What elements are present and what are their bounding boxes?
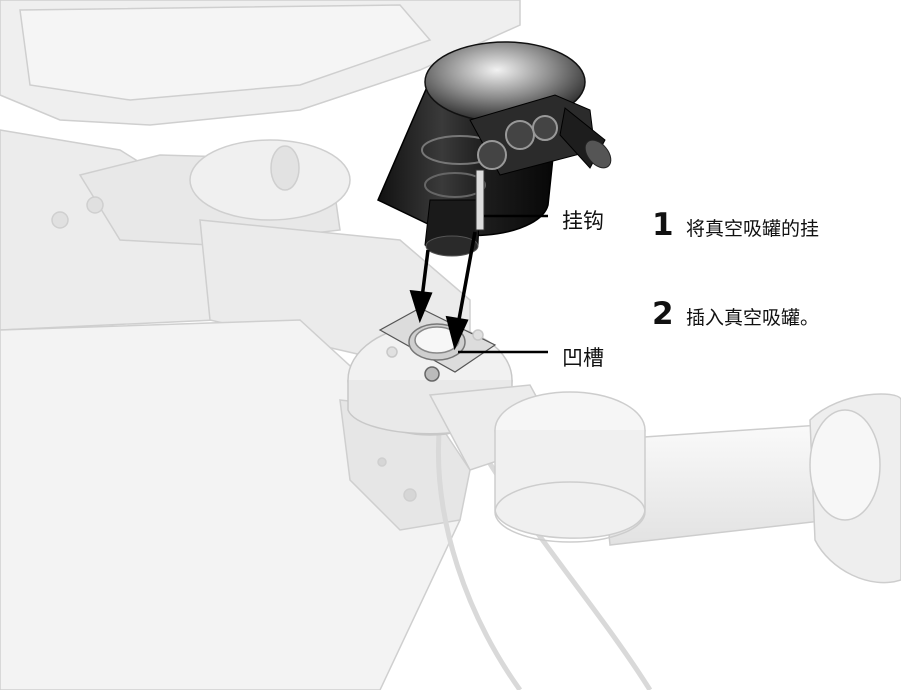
vacuum-canister	[377, 41, 612, 257]
step-2: 2 插入真空吸罐。	[652, 296, 819, 332]
step-number: 2	[652, 296, 674, 332]
background-chair-parts	[0, 0, 521, 690]
groove-label: 凹槽	[562, 346, 604, 370]
hoses	[435, 419, 653, 690]
hook-label: 挂钩	[562, 209, 604, 233]
callout-lines	[458, 214, 548, 354]
step-number: 1	[652, 207, 674, 243]
step-text: 插入真空吸罐。	[686, 307, 820, 329]
support-arm	[428, 384, 901, 584]
step-text: 将真空吸罐的挂	[686, 218, 820, 240]
insertion-arrows	[409, 231, 477, 351]
step-1: 1 将真空吸罐的挂	[652, 207, 819, 243]
